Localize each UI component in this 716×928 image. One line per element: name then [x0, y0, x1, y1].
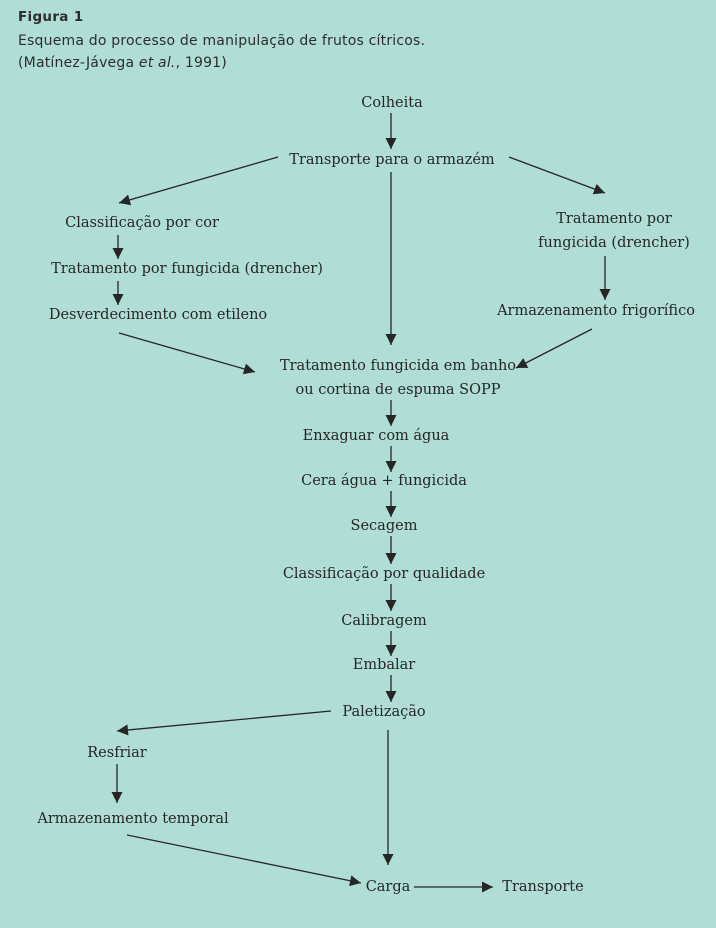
arrow-transporte-tratamento-direita [508, 156, 606, 195]
node-transporte: Transporte [502, 879, 583, 895]
arrow-armazenamento-tratamento-banho [515, 328, 593, 369]
figure-source: (Matínez-Jávega et al., 1991) [18, 55, 227, 71]
node-enxaguar: Enxaguar com água [303, 428, 450, 444]
node-transporte-armazem: Transporte para o armazém [289, 152, 495, 168]
node-colheita: Colheita [361, 95, 423, 111]
node-desverdecimento: Desverdecimento com etileno [49, 307, 267, 323]
figure-label: Figura 1 [18, 9, 84, 25]
node-tratamento-banho-line1: Tratamento fungicida em banho [280, 358, 516, 374]
node-classificacao-qualidade: Classificação por qualidade [283, 566, 485, 582]
node-carga: Carga [366, 879, 411, 895]
arrow-armazenamento-carga [126, 834, 362, 887]
figure-caption: Esquema do processo de manipulação de fr… [18, 33, 426, 49]
node-calibragem: Calibragem [341, 613, 427, 629]
node-classificacao-cor: Classificação por cor [65, 215, 219, 231]
node-paletizacao: Paletização [342, 704, 425, 720]
arrow-desverdecimento-tratamento-banho [118, 332, 256, 375]
node-cera: Cera água + fungicida [301, 473, 467, 489]
node-secagem: Secagem [351, 518, 418, 534]
arrow-transporte-classificacao [118, 156, 279, 206]
source-etal: et al. [138, 55, 176, 71]
node-resfriar: Resfriar [87, 745, 147, 761]
node-embalar: Embalar [353, 657, 416, 673]
node-tratamento-fungicida-drencher: Tratamento por fungicida (drencher) [51, 261, 323, 277]
node-tratamento-banho-line2: ou cortina de espuma SOPP [296, 382, 501, 398]
node-tratamento-por-line2: fungicida (drencher) [538, 235, 690, 251]
node-armazenamento-temporal: Armazenamento temporal [36, 811, 229, 827]
source-suffix: , 1991) [175, 55, 227, 71]
arrow-paletizacao-resfriar [116, 710, 332, 736]
node-tratamento-por-line1: Tratamento por [556, 211, 672, 227]
source-prefix: (Matínez-Jávega [18, 55, 139, 71]
node-armazenamento-frigorifico: Armazenamento frigorífico [496, 303, 695, 319]
